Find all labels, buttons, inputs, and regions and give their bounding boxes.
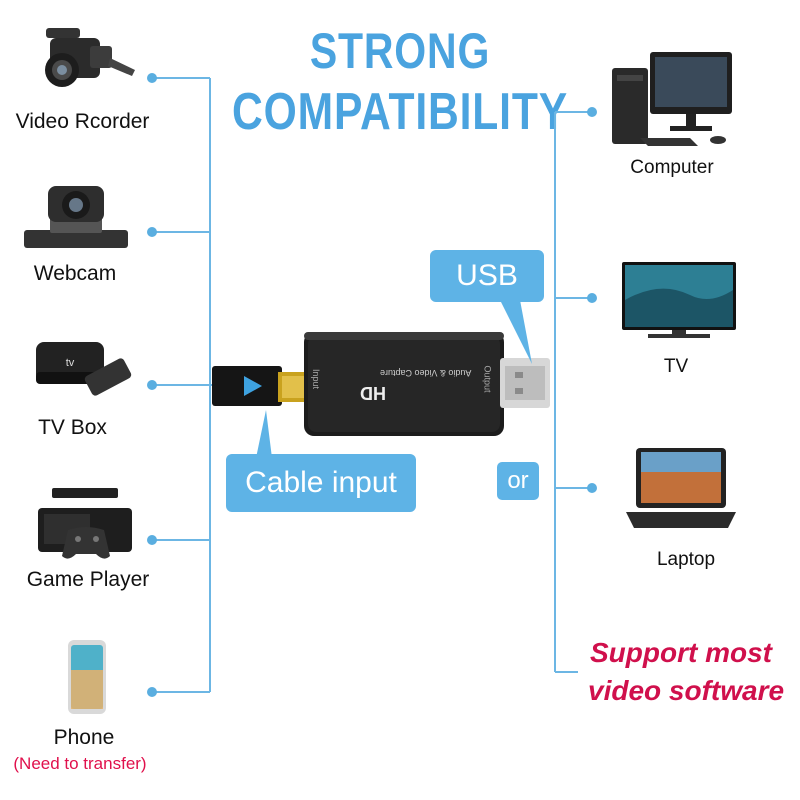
label-tv: TV: [663, 356, 689, 377]
tv-icon: [622, 262, 736, 338]
device-port-out: Output: [482, 365, 493, 393]
device-brand: HD: [360, 383, 386, 403]
label-phone-note: (Need to transfer): [13, 754, 147, 773]
cable-input-callout: Cable input: [226, 454, 416, 512]
heading-line-2: COMPATIBILITY: [232, 83, 568, 141]
hdmi-plug: [212, 366, 308, 406]
label-phone: Phone: [53, 726, 115, 749]
laptop-icon: [626, 448, 736, 528]
label-video-recorder: Video Rcorder: [15, 110, 150, 133]
capture-device: [304, 332, 504, 436]
label-computer: Computer: [630, 157, 714, 178]
usb-plug: [500, 358, 550, 408]
game-console-icon: [38, 488, 132, 559]
svg-text:tv: tv: [66, 357, 75, 369]
label-game-player: Game Player: [26, 568, 150, 591]
support-line-2: video software: [588, 675, 785, 706]
desktop-computer-icon: [612, 52, 732, 146]
webcam-icon: [24, 186, 128, 248]
usb-callout: USB: [430, 250, 544, 302]
cable-callout-pointer: [256, 410, 272, 458]
left-connector-lines: [147, 73, 215, 697]
usb-callout-pointer: [500, 300, 532, 364]
device-port-in: Input: [311, 368, 322, 390]
phone-icon: [68, 640, 106, 714]
or-callout: or: [497, 462, 539, 500]
tv-box-icon: tv: [36, 342, 132, 396]
right-connector-lines: [554, 107, 597, 673]
support-line-1: Support most: [590, 637, 772, 668]
label-tv-box: TV Box: [38, 416, 107, 439]
heading-line-1: STRONG: [309, 23, 491, 79]
camcorder-icon: [45, 28, 135, 87]
label-webcam: Webcam: [33, 262, 117, 285]
device-caption: Audio & Video Capture: [380, 368, 472, 378]
label-laptop: Laptop: [656, 549, 716, 570]
